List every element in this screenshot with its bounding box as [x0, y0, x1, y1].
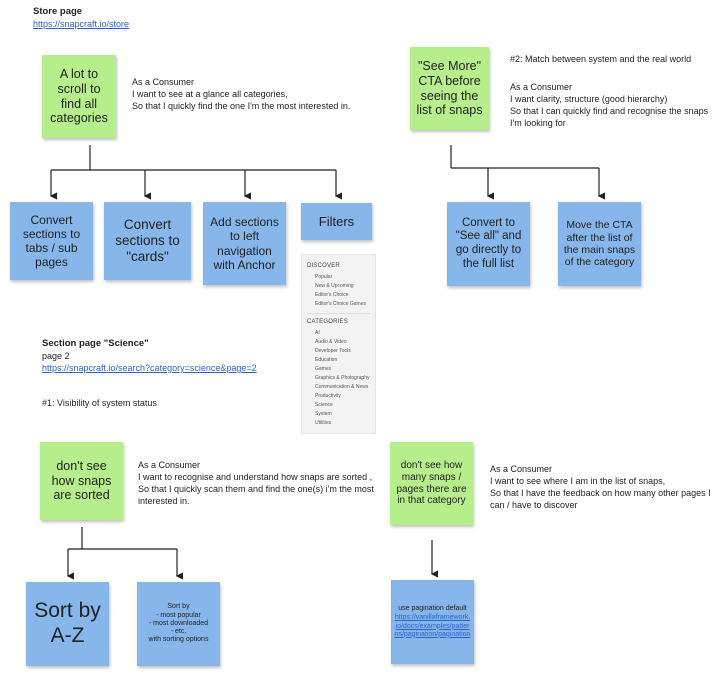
- user-story-categories: As a Consumer I want to see at a glance …: [132, 77, 351, 112]
- user-story-pagination: As a Consumer I want to see where I am i…: [490, 464, 711, 511]
- heuristic-visibility: #1: Visibility of system status: [42, 398, 157, 408]
- sidebar-item: System: [315, 411, 332, 417]
- sidebar-item: Developer Tools: [315, 348, 351, 354]
- store-page-url[interactable]: https://snapcraft.io/store: [33, 19, 130, 29]
- sticky-note-solution-tabs: Convert sections to tabs / sub pages: [10, 202, 93, 280]
- sidebar-categories-heading: CATEGORIES: [307, 319, 348, 325]
- sticky-note-problem-pagination: don't see how many snaps / pages there a…: [390, 442, 473, 525]
- sidebar-item: Popular: [315, 274, 333, 280]
- pagination-docs-link[interactable]: https://vanillaframework.io/docs/example…: [394, 614, 471, 638]
- pagination-solution-label: use pagination default: [398, 605, 467, 612]
- sidebar-item: Productivity: [315, 393, 341, 399]
- sidebar-item: Games: [315, 366, 332, 372]
- sticky-note-solution-sort-options: Sort by - most popular - most downloaded…: [137, 582, 220, 666]
- sidebar-item: Utilities: [315, 420, 332, 426]
- sidebar-item: Communication & News: [315, 384, 369, 390]
- sticky-note-solution-filters: Filters: [301, 203, 372, 240]
- filters-sidebar-preview: DISCOVER Popular New & Upcoming Editor's…: [301, 254, 376, 434]
- sticky-note-problem-see-more: "See More" CTA before seeing the list of…: [410, 47, 489, 130]
- sticky-note-problem-sorting: don't see how snaps are sorted: [40, 442, 123, 520]
- heuristic-match-real-world: #2: Match between system and the real wo…: [510, 54, 692, 64]
- section-page-number: page 2: [42, 351, 70, 361]
- sidebar-item: New & Upcoming: [315, 283, 354, 289]
- sticky-note-solution-see-all: Convert to "See all" and go directly to …: [447, 202, 530, 286]
- section-page-url[interactable]: https://snapcraft.io/search?category=sci…: [42, 363, 257, 373]
- sidebar-item: Audio & Video: [315, 339, 347, 345]
- section-page-title: Section page "Science": [42, 338, 149, 349]
- sidebar-discover-heading: DISCOVER: [307, 263, 340, 269]
- sidebar-item: Editor's Choice: [315, 292, 349, 298]
- sidebar-item: Editor's Choice Games: [315, 301, 366, 307]
- sticky-note-solution-sort-az: Sort by A-Z: [26, 582, 109, 666]
- sticky-note-solution-pagination: use pagination default https://vanillafr…: [391, 580, 474, 664]
- user-story-clarity: As a Consumer I want clarity, structure …: [510, 82, 709, 129]
- sidebar-item: AI: [315, 330, 320, 336]
- sidebar-item: Science: [315, 402, 333, 408]
- user-story-sorting: As a Consumer I want to recognise and un…: [138, 460, 374, 507]
- sidebar-divider: [307, 313, 370, 314]
- sticky-note-solution-move-cta: Move the CTA after the list of the main …: [558, 202, 641, 286]
- sticky-note-solution-cards: Convert sections to "cards": [104, 202, 191, 280]
- store-page-title: Store page: [33, 6, 83, 17]
- sticky-note-problem-categories: A lot to scroll to find all categories: [42, 55, 116, 138]
- sidebar-item: Graphics & Photography: [315, 375, 370, 381]
- sidebar-item: Education: [315, 357, 338, 363]
- sticky-note-solution-left-nav: Add sections to left navigation with Anc…: [203, 202, 286, 285]
